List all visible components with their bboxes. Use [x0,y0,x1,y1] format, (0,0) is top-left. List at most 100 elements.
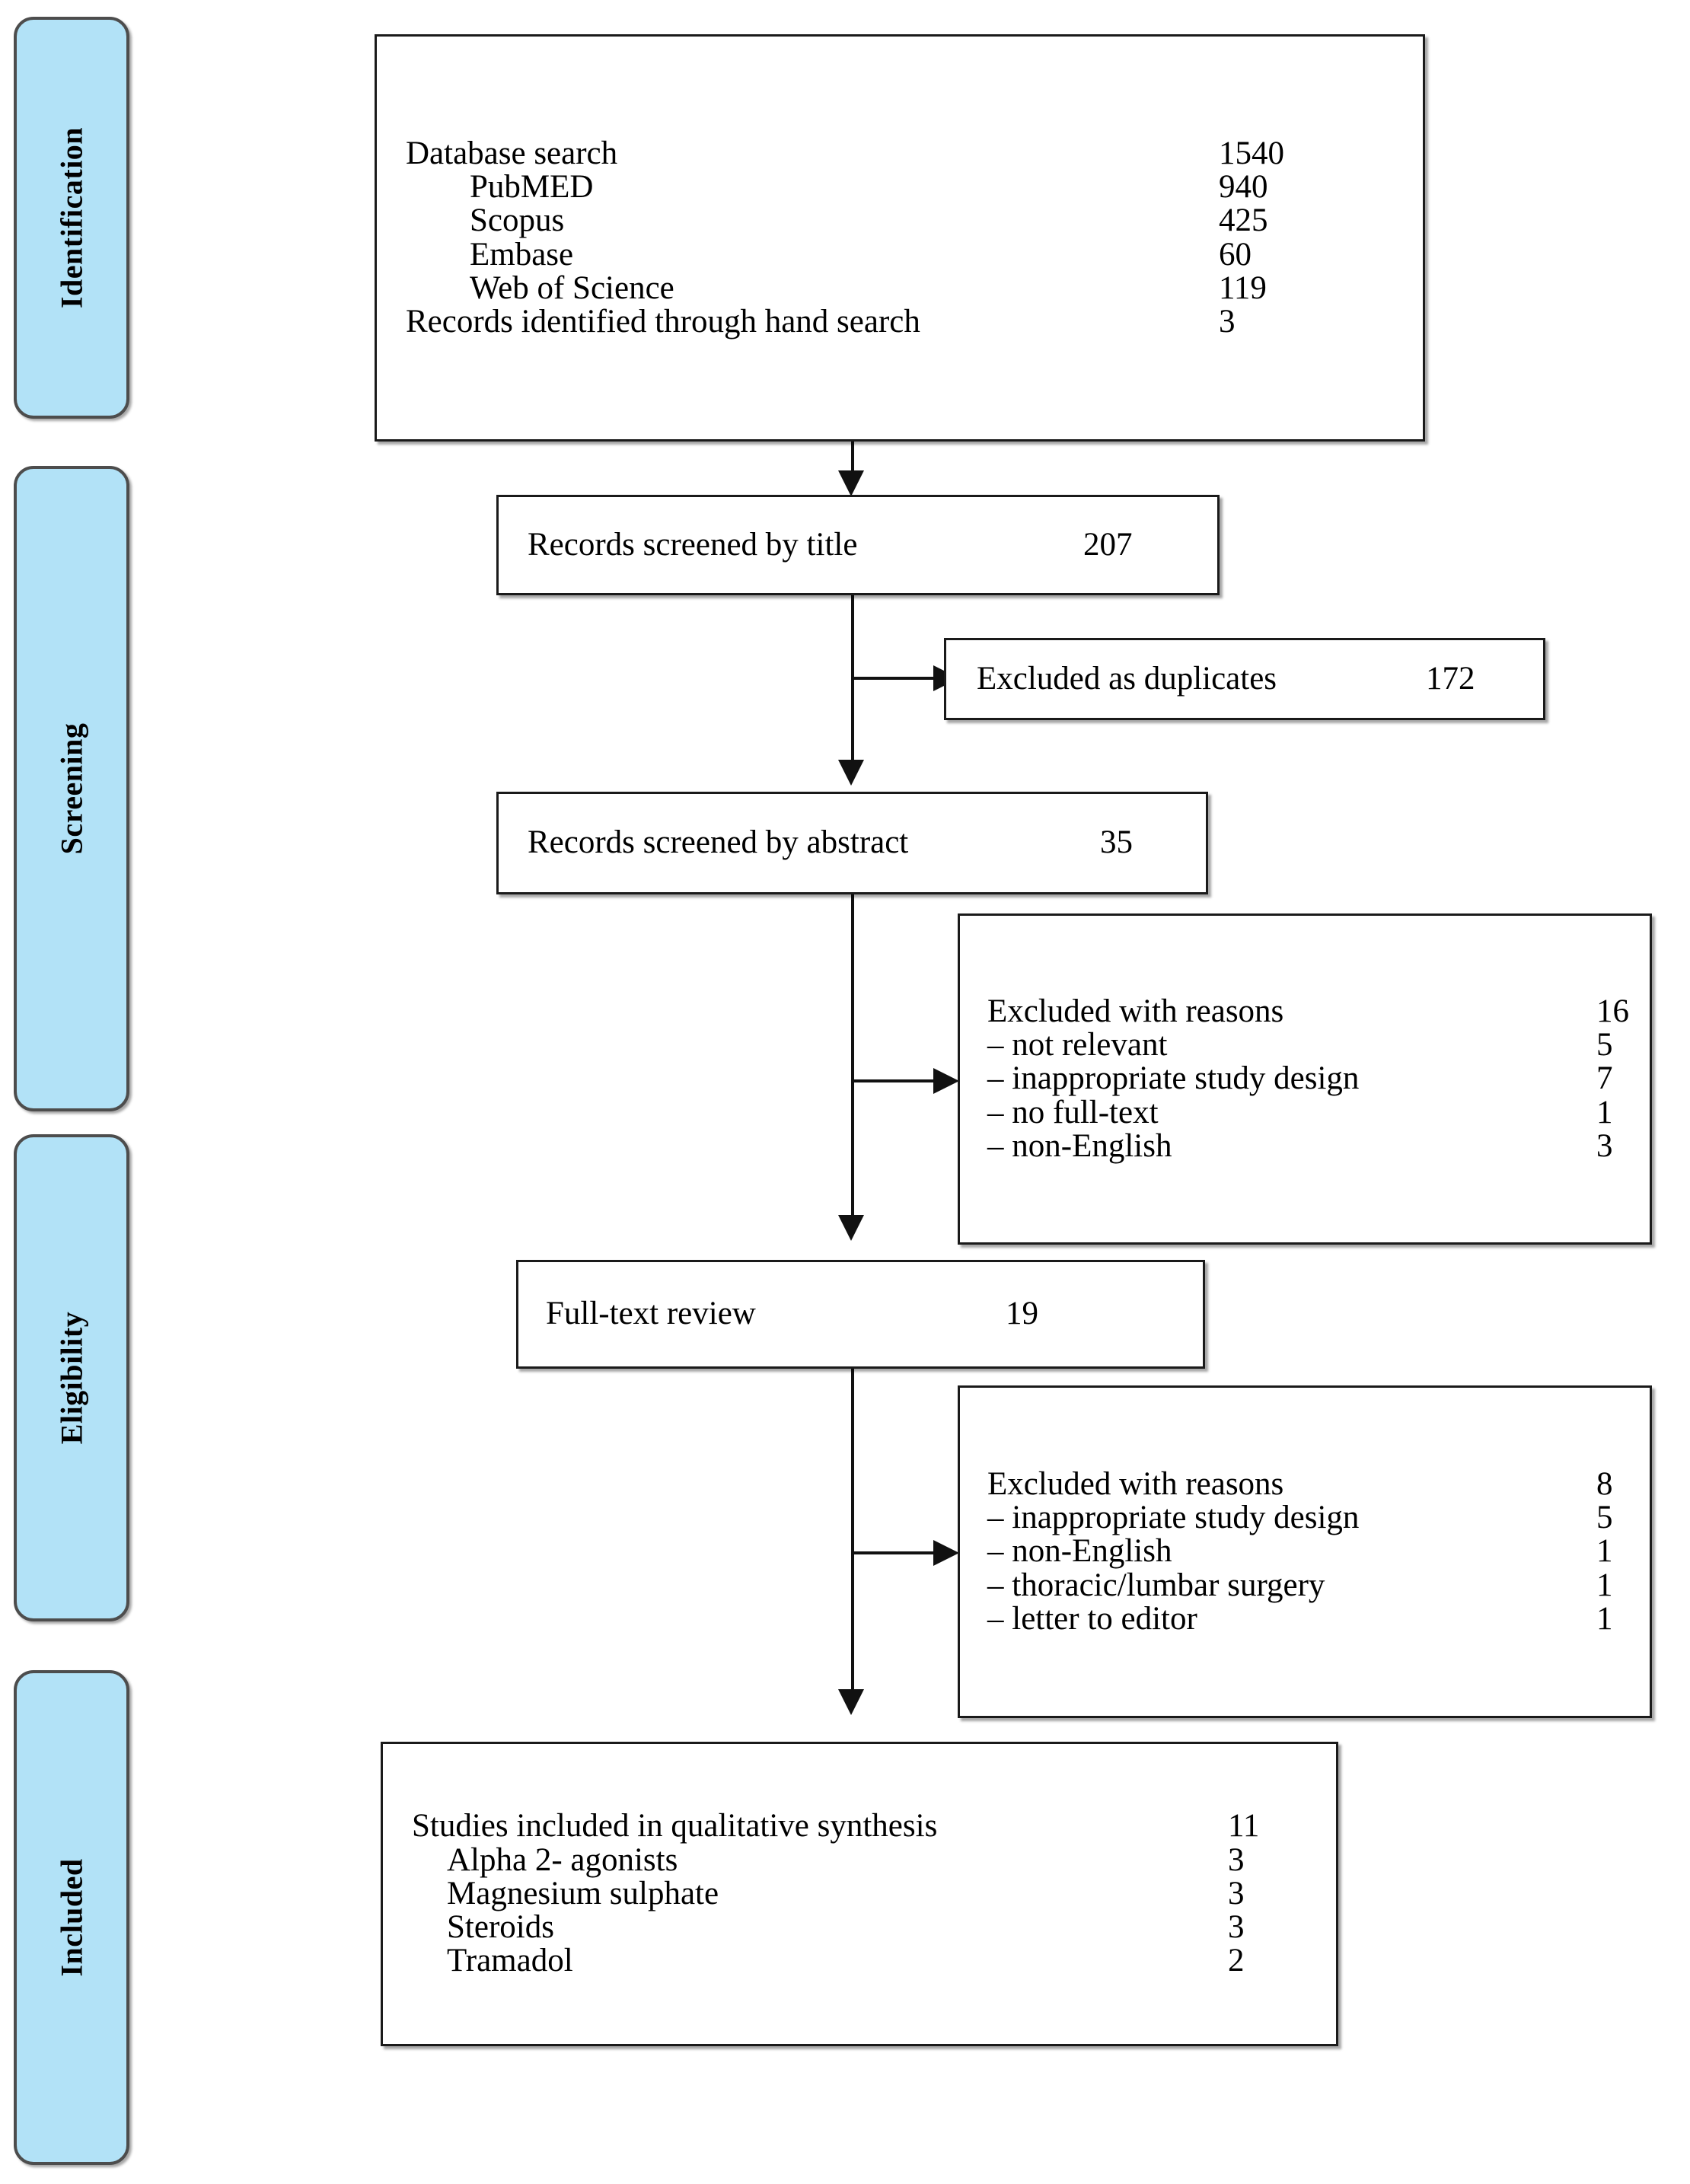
row-label: – inappropriate study design [987,1500,1360,1536]
arrowhead-fulltext-to-included [838,1689,864,1715]
row-value: 3 [1228,1841,1245,1878]
row-label: Steroids [447,1909,554,1946]
stage-identification: Identification [14,17,129,419]
row-label: Records screened by abstract [528,824,909,861]
identification-rows: Database search 1540 PubMED 940 Scopus 4… [377,37,1423,439]
flow-row: – thoracic/lumbar surgery 1 [987,1567,1650,1603]
flow-row: – no full-text 1 [987,1094,1650,1130]
row-label: Database search [406,135,618,171]
identification-box: Database search 1540 PubMED 940 Scopus 4… [375,34,1425,442]
flow-row: Alpha 2- agonists 3 [412,1841,1336,1878]
row-label: – thoracic/lumbar surgery [987,1567,1325,1603]
row-value: 7 [1596,1060,1613,1097]
flow-row: Embase 60 [406,238,1395,272]
arrowhead-ident-to-title [838,470,864,496]
row-label: Magnesium sulphate [447,1875,719,1911]
full-text-review-rows: Full-text review 19 [518,1262,1203,1366]
excluded-duplicates-rows: Excluded as duplicates 172 [946,640,1543,718]
row-label: Excluded with reasons [987,993,1284,1029]
flow-row: Steroids 3 [412,1909,1336,1946]
stage-eligibility: Eligibility [14,1134,129,1621]
stage-screening-label: Screening [54,722,89,855]
row-value: 19 [1006,1296,1038,1332]
flow-row: Records screened by title 207 [528,528,1217,562]
excluded-abstract-rows: Excluded with reasons 16 – not relevant … [960,916,1650,1242]
arrowhead-abstract-to-excluded [933,1068,959,1094]
full-text-review-box: Full-text review 19 [516,1260,1205,1369]
row-label: Embase [470,236,574,273]
connector-title-to-duplicates [853,677,936,680]
studies-included-rows: Studies included in qualitative synthesi… [383,1744,1336,2044]
flow-row: Records screened by abstract 35 [528,824,1206,861]
row-label: Excluded as duplicates [977,660,1277,697]
row-value: 207 [1083,526,1133,563]
row-value: 5 [1596,1027,1613,1063]
flow-row: Excluded with reasons 8 [987,1465,1650,1502]
row-label: – letter to editor [987,1600,1197,1637]
flow-row: – inappropriate study design 7 [987,1060,1650,1097]
studies-included-box: Studies included in qualitative synthesi… [381,1742,1338,2046]
row-value: 3 [1219,304,1236,340]
row-label: Studies included in qualitative synthesi… [412,1808,938,1844]
flow-row: Studies included in qualitative synthesi… [412,1808,1336,1844]
stage-included-label: Included [54,1858,89,1977]
row-label: – non-English [987,1127,1172,1164]
flow-row: Scopus 425 [406,202,1395,239]
row-value: 1 [1596,1094,1613,1130]
row-label: Scopus [470,202,565,239]
excluded-as-duplicates-box: Excluded as duplicates 172 [944,638,1545,720]
flow-row: Excluded with reasons 16 [987,993,1650,1029]
row-value: 3 [1228,1909,1245,1946]
row-label: Excluded with reasons [987,1465,1284,1502]
row-label: – non-English [987,1533,1172,1570]
row-label: Tramadol [447,1943,573,1979]
flow-row: Tramadol 2 [412,1944,1336,1978]
stage-screening: Screening [14,466,129,1111]
arrowhead-abstract-to-fulltext [838,1215,864,1241]
flow-row: – letter to editor 1 [987,1602,1650,1636]
row-value: 3 [1228,1875,1245,1911]
stage-included: Included [14,1670,129,2165]
row-label: Records identified through hand search [406,304,920,340]
row-value: 425 [1219,202,1268,239]
flow-row: – non-English 3 [987,1127,1650,1164]
row-value: 8 [1596,1465,1613,1502]
row-value: 1540 [1219,135,1284,171]
row-label: Full-text review [546,1296,756,1332]
row-label: Records screened by title [528,526,858,563]
stage-eligibility-label: Eligibility [54,1311,89,1445]
row-value: 11 [1228,1808,1260,1844]
row-value: 1 [1596,1600,1613,1637]
records-screened-by-title-box: Records screened by title 207 [496,495,1220,595]
connector-ident-to-title [851,440,854,472]
screened-abstract-rows: Records screened by abstract 35 [499,794,1206,892]
stage-identification-label: Identification [54,126,89,309]
flow-row: Magnesium sulphate 3 [412,1875,1336,1911]
row-value: 119 [1219,269,1267,306]
records-screened-by-abstract-box: Records screened by abstract 35 [496,792,1208,894]
row-value: 35 [1100,824,1133,861]
arrowhead-fulltext-to-excluded [933,1540,959,1566]
excluded-fulltext-rows: Excluded with reasons 8 – inappropriate … [960,1388,1650,1716]
row-label: Alpha 2- agonists [447,1841,678,1878]
excluded-with-reasons-fulltext-box: Excluded with reasons 8 – inappropriate … [958,1385,1652,1718]
row-value: 2 [1228,1943,1245,1979]
excluded-with-reasons-abstract-box: Excluded with reasons 16 – not relevant … [958,913,1652,1245]
row-value: 60 [1219,236,1252,273]
flow-row: Records identified through hand search 3 [406,304,1395,340]
flow-row: PubMED 940 [406,168,1395,205]
flow-row: Database search 1540 [406,135,1395,171]
arrowhead-title-to-abstract [838,760,864,786]
flow-row: – non-English 1 [987,1533,1650,1570]
row-value: 172 [1426,660,1475,697]
row-value: 1 [1596,1533,1613,1570]
row-value: 940 [1219,168,1268,205]
row-value: 16 [1596,993,1629,1029]
connector-abstract-to-excluded [853,1079,936,1082]
row-value: 5 [1596,1500,1613,1536]
flow-row: – inappropriate study design 5 [987,1500,1650,1536]
row-value: 3 [1596,1127,1613,1164]
flow-row: Full-text review 19 [546,1297,1203,1331]
screened-title-rows: Records screened by title 207 [499,497,1217,593]
